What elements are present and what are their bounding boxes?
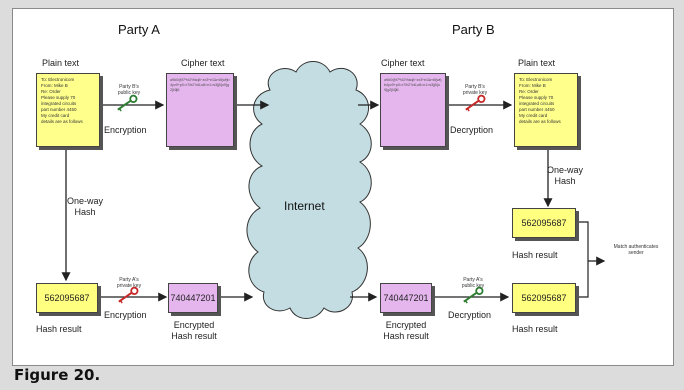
party-b-heading: Party B xyxy=(452,22,495,37)
cipher-text-b-content: a9#0@f7*!d2%kq8~zx3^e1&m5(wt)b4yv9+p0=r7… xyxy=(384,77,442,92)
internet-label: Internet xyxy=(284,199,325,213)
plain-text-a-content: To: Electronicom From: Mike B Re: Order … xyxy=(41,77,83,124)
cipher-text-b-document: a9#0@f7*!d2%kq8~zx3^e1&m5(wt)b4yv9+p0=r7… xyxy=(380,73,446,147)
hash-b-bottom-box: 562095687 xyxy=(512,283,576,313)
cipher-text-b-label: Cipher text xyxy=(381,58,425,68)
internet-cloud xyxy=(246,61,372,319)
cipher-text-a-document: a9#0@f7*!d2%kq8~zx3^e1&m5(wt)b4yv9+p0=r7… xyxy=(166,73,234,147)
one-way-hash-left-label: One-way Hash xyxy=(66,196,103,217)
encryption-bottom-label: Encryption xyxy=(104,310,147,320)
figure-caption: Figure 20. xyxy=(14,366,101,384)
hash-result-b-bottom-label: Hash result xyxy=(512,324,558,334)
hash-result-b-top-label: Hash result xyxy=(512,250,558,260)
plain-text-a-label: Plain text xyxy=(42,58,80,68)
key-icon-party-b-private xyxy=(465,94,486,112)
key-icon-party-b-public xyxy=(117,94,138,112)
cipher-text-a-content: a9#0@f7*!d2%kq8~zx3^e1&m5(wt)b4yv9+p0=r7… xyxy=(170,77,230,92)
hash-b-bottom-value: 562095687 xyxy=(521,293,567,303)
key-icon-party-a-public xyxy=(463,286,484,304)
plain-text-b-label: Plain text xyxy=(518,58,556,68)
hash-a-value: 562095687 xyxy=(44,293,90,303)
party-b-private-key-caption: Party B's private key xyxy=(462,84,488,96)
encrypted-hash-b-box: 740447201 xyxy=(380,283,432,313)
plain-text-b-document: To: Electronicom From: Mike B Re: Order … xyxy=(514,73,578,147)
hash-a-box: 562095687 xyxy=(36,283,98,313)
encrypted-hash-a-value: 740447201 xyxy=(170,293,216,303)
match-bracket xyxy=(577,221,589,298)
plain-text-a-document: To: Electronicom From: Mike B Re: Order … xyxy=(36,73,100,147)
party-a-public-key-caption: Party A's public key xyxy=(461,277,485,289)
hash-b-top-box: 562095687 xyxy=(512,208,576,238)
hash-result-a-label: Hash result xyxy=(36,324,82,334)
hash-b-top-value: 562095687 xyxy=(521,218,567,228)
key-icon-party-a-private xyxy=(118,286,139,304)
decryption-bottom-label: Decryption xyxy=(448,310,492,320)
encrypted-hash-result-a-label: Encrypted Hash result xyxy=(171,320,217,341)
match-authenticates-sender-note: Match authenticates sender xyxy=(613,244,659,256)
one-way-hash-right-label: One-way Hash xyxy=(546,165,583,186)
encrypted-hash-b-value: 740447201 xyxy=(383,293,429,303)
party-b-public-key-caption: Party B's public key xyxy=(117,84,141,96)
encrypted-hash-a-box: 740447201 xyxy=(168,283,218,313)
cipher-text-a-label: Cipher text xyxy=(181,58,225,68)
party-a-heading: Party A xyxy=(118,22,160,37)
decryption-top-label: Decryption xyxy=(450,125,494,135)
party-a-private-key-caption: Party A's private key xyxy=(116,277,142,289)
encrypted-hash-result-b-label: Encrypted Hash result xyxy=(383,320,429,341)
encryption-top-label: Encryption xyxy=(104,125,147,135)
plain-text-b-content: To: Electronicom From: Mike B Re: Order … xyxy=(519,77,561,124)
